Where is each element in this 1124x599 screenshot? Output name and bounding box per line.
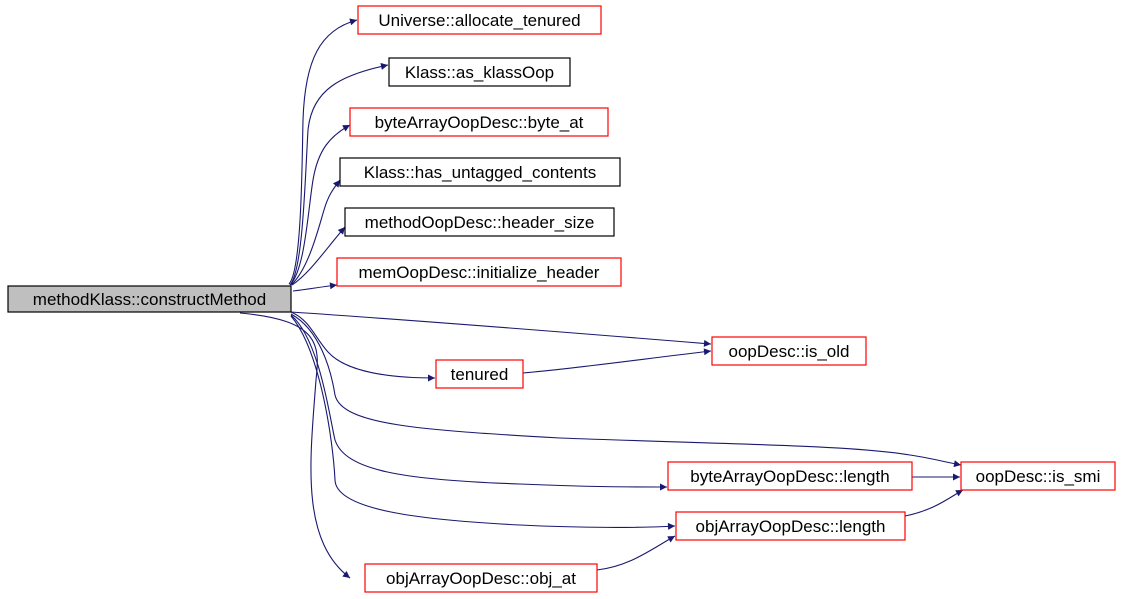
edge-root-to-hasunt bbox=[290, 179, 341, 286]
edge-root-to-bytelen bbox=[290, 314, 668, 491]
node-label: byteArrayOopDesc::length bbox=[690, 467, 889, 486]
node-box bbox=[336, 257, 622, 287]
edge-root-to-objlen bbox=[290, 315, 676, 530]
nodes: methodKlass::constructMethod Universe::al… bbox=[7, 5, 1116, 593]
node-box bbox=[349, 107, 609, 137]
node-objlen[interactable]: objArrayOopDesc::length bbox=[675, 511, 906, 541]
node-box bbox=[711, 336, 867, 366]
edge-root-to-hdrsize bbox=[291, 226, 346, 286]
edge-objlen-to-issmi bbox=[904, 489, 964, 517]
edge-root-to-tenured bbox=[290, 311, 436, 382]
node-tenured[interactable]: tenured bbox=[435, 359, 524, 389]
node-hasunt[interactable]: Klass::has_untagged_contents bbox=[339, 157, 621, 187]
node-label: methodKlass::constructMethod bbox=[33, 290, 266, 309]
node-askoop[interactable]: Klass::as_klassOop bbox=[388, 57, 571, 87]
node-label: objArrayOopDesc::length bbox=[696, 517, 886, 536]
edge-root-to-objat bbox=[239, 312, 351, 579]
node-box bbox=[435, 359, 524, 389]
node-label: objArrayOopDesc::obj_at bbox=[386, 569, 576, 588]
node-box bbox=[339, 157, 621, 187]
node-label: memOopDesc::initialize_header bbox=[359, 263, 600, 282]
node-label: methodOopDesc::header_size bbox=[365, 213, 595, 232]
node-label: oopDesc::is_old bbox=[729, 342, 850, 361]
node-objat[interactable]: objArrayOopDesc::obj_at bbox=[364, 563, 598, 593]
node-hdrsize[interactable]: methodOopDesc::header_size bbox=[344, 207, 615, 237]
node-byteat[interactable]: byteArrayOopDesc::byte_at bbox=[349, 107, 609, 137]
node-label: byteArrayOopDesc::byte_at bbox=[375, 113, 584, 132]
node-label: Klass::has_untagged_contents bbox=[364, 163, 597, 182]
node-box bbox=[357, 5, 602, 35]
edge-root-to-askoop bbox=[289, 63, 389, 286]
node-label: Universe::allocate_tenured bbox=[378, 11, 580, 30]
node-label: oopDesc::is_smi bbox=[976, 467, 1101, 486]
node-label: tenured bbox=[451, 365, 509, 384]
node-bytelen[interactable]: byteArrayOopDesc::length bbox=[667, 461, 913, 491]
node-isold[interactable]: oopDesc::is_old bbox=[711, 336, 867, 366]
node-inithdr[interactable]: memOopDesc::initialize_header bbox=[336, 257, 622, 287]
node-root[interactable]: methodKlass::constructMethod bbox=[7, 285, 292, 313]
edge-root-to-inithdr bbox=[292, 282, 338, 292]
node-issmi[interactable]: oopDesc::is_smi bbox=[960, 461, 1116, 491]
node-alloc[interactable]: Universe::allocate_tenured bbox=[357, 5, 602, 35]
edge-root-to-issmi bbox=[290, 313, 962, 468]
edge-root-to-isold bbox=[290, 311, 712, 347]
node-box bbox=[364, 563, 598, 593]
node-box bbox=[667, 461, 913, 491]
node-box bbox=[344, 207, 615, 237]
node-label: Klass::as_klassOop bbox=[405, 63, 554, 82]
edge-tenured-to-isold bbox=[522, 348, 712, 374]
edges bbox=[239, 18, 964, 579]
edge-root-to-byteat bbox=[289, 124, 351, 286]
node-box bbox=[675, 511, 906, 541]
edge-root-to-alloc bbox=[288, 18, 358, 285]
node-box bbox=[7, 285, 292, 313]
edge-objat-to-objlen bbox=[596, 535, 676, 571]
node-box bbox=[960, 461, 1116, 491]
node-box bbox=[388, 57, 571, 87]
